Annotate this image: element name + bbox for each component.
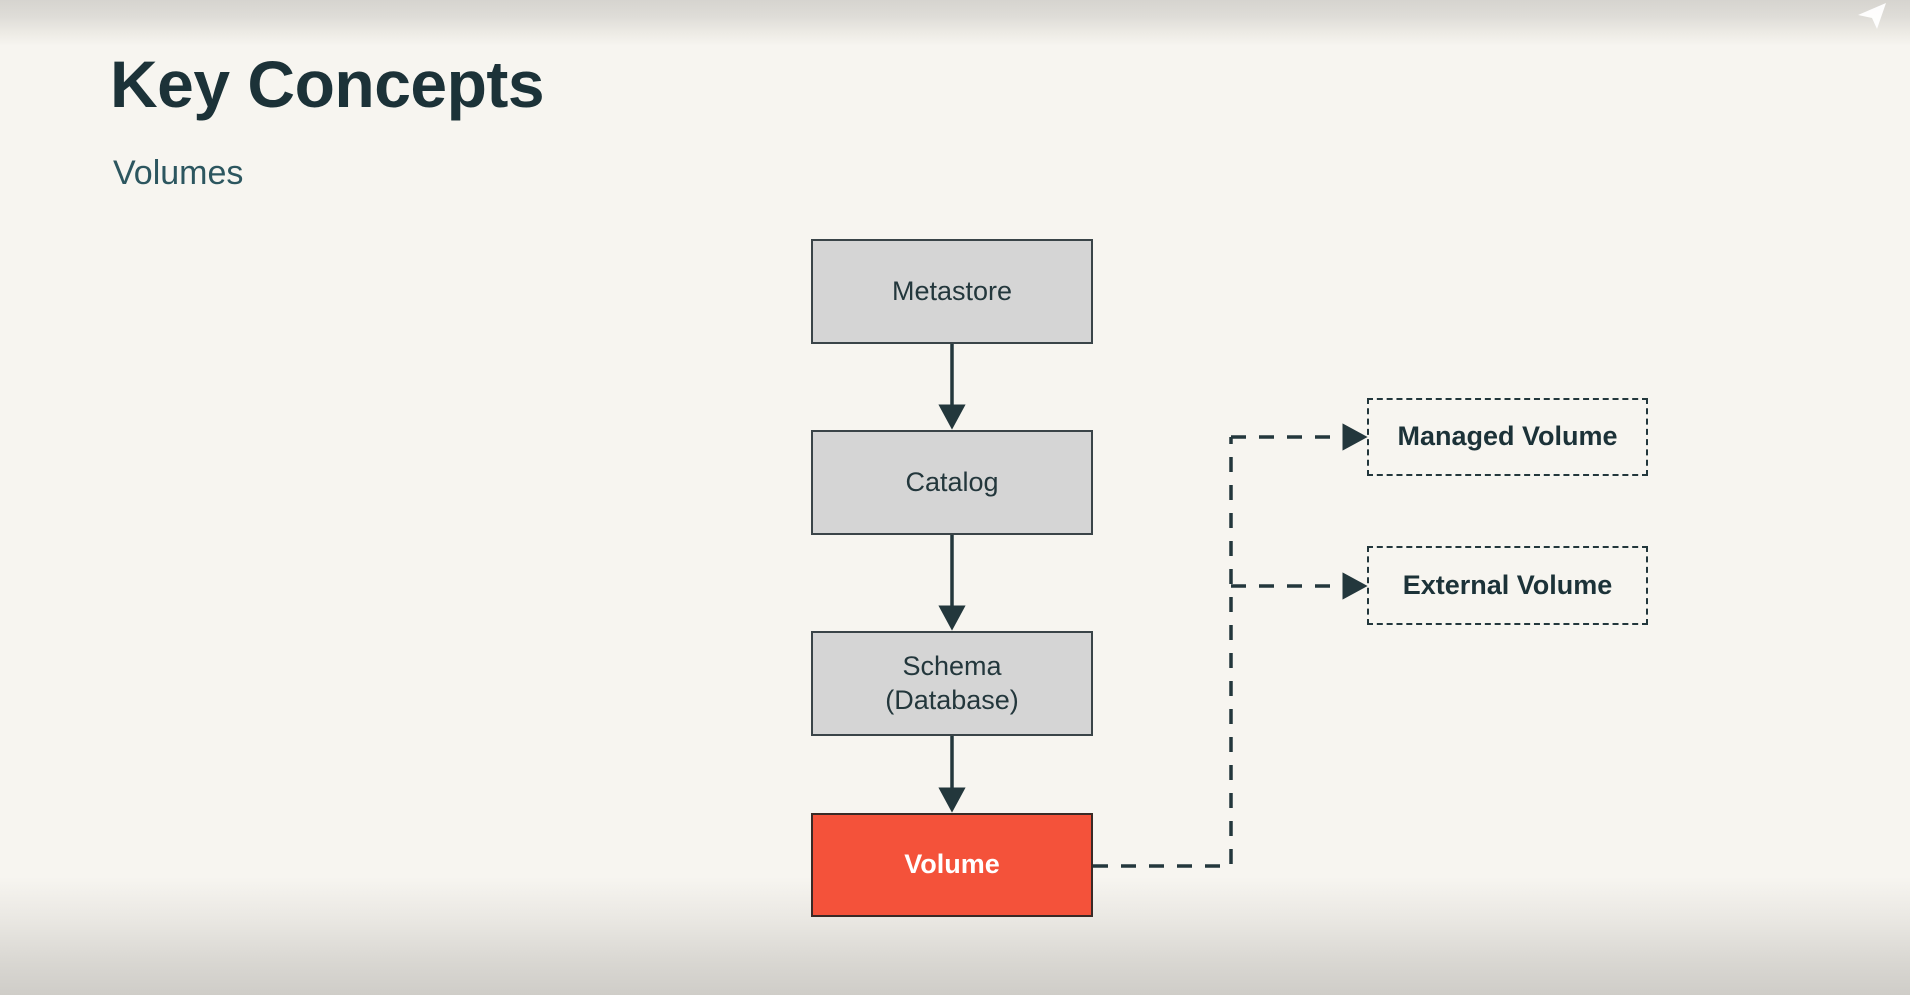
node-schema[interactable]: Schema (Database): [811, 631, 1093, 736]
node-external-volume-label: External Volume: [1402, 569, 1613, 600]
page-subtitle: Volumes: [113, 154, 244, 192]
page-title: Key Concepts: [110, 47, 545, 121]
edge-volume-bus: [1093, 437, 1233, 868]
node-schema-label-line2: (Database): [885, 684, 1019, 715]
node-schema-label: Schema (Database): [885, 650, 1019, 717]
node-volume-label: Volume: [904, 849, 1000, 880]
node-external-volume[interactable]: External Volume: [1367, 546, 1648, 625]
node-schema-label-line1: Schema: [902, 651, 1002, 682]
node-metastore[interactable]: Metastore: [811, 239, 1093, 344]
node-volume[interactable]: Volume: [811, 813, 1093, 917]
node-catalog-label: Catalog: [905, 466, 999, 497]
node-managed-volume-label: Managed Volume: [1397, 421, 1618, 452]
node-catalog[interactable]: Catalog: [811, 430, 1093, 535]
node-metastore-label: Metastore: [891, 275, 1013, 306]
node-managed-volume[interactable]: Managed Volume: [1367, 398, 1648, 476]
